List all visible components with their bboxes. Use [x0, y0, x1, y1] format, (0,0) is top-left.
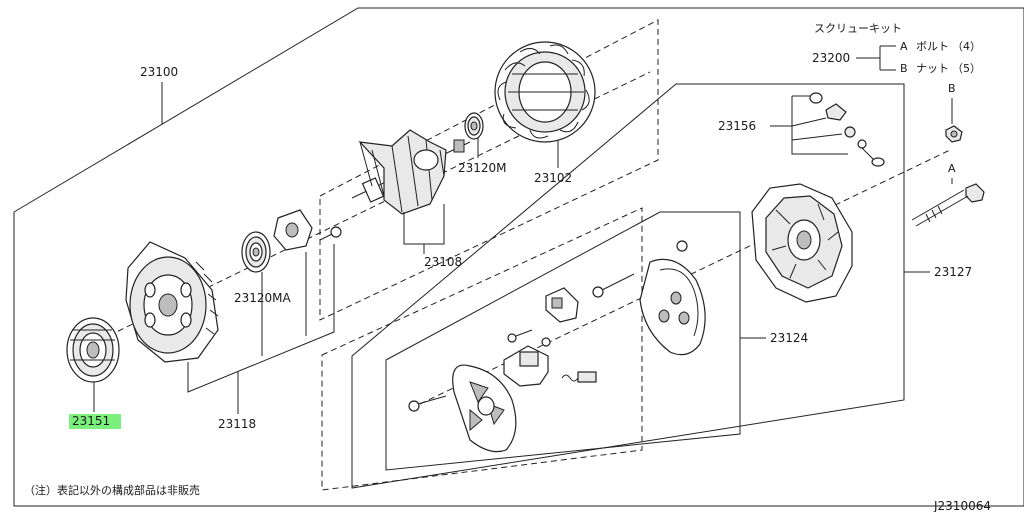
rear-cover-part[interactable] [452, 364, 517, 453]
regulator-group-box [385, 211, 741, 471]
highlight-23151 [69, 414, 121, 429]
screw-kit-item-a-key: A [900, 40, 908, 53]
callout-23156[interactable]: 23156 [718, 119, 756, 133]
rectifier-bolt-part[interactable] [592, 273, 635, 298]
brush-part[interactable] [561, 371, 597, 383]
callout-23120M[interactable]: 23120M [458, 161, 507, 175]
nut-part[interactable] [945, 125, 963, 143]
leader-23156 [791, 95, 848, 155]
screw-kit-item-a-name: ボルト [916, 40, 949, 53]
screw-kit-brace [856, 45, 896, 71]
terminal-part[interactable] [545, 287, 579, 323]
callout-23151[interactable]: 23151 [72, 414, 110, 428]
screw-kit-item-a-qty: （4） [952, 40, 981, 53]
rear-bearing-part[interactable] [464, 112, 484, 140]
stator-part[interactable] [494, 41, 596, 143]
pulley-part[interactable] [66, 317, 120, 383]
screw-kit-title: スクリューキット [814, 22, 902, 35]
brush-holder-part[interactable] [503, 329, 551, 387]
screw-kit-item-b-name: ナット [916, 62, 949, 75]
assembly-frame [13, 7, 1024, 507]
plate-screw-part[interactable] [319, 226, 342, 241]
callout-23102[interactable]: 23102 [534, 171, 572, 185]
rear-cover-bolt-part[interactable] [408, 395, 447, 412]
rear-bracket-part[interactable] [751, 183, 853, 303]
retainer-plate-part[interactable] [273, 209, 313, 251]
callout-23120MA[interactable]: 23120MA [234, 291, 292, 305]
screw-kit-item-b-qty: （5） [952, 62, 981, 75]
marker-b[interactable]: B [948, 82, 956, 95]
callout-23127[interactable]: 23127 [934, 265, 972, 279]
rotor-part[interactable] [351, 129, 471, 215]
rectifier-part[interactable] [639, 240, 706, 356]
callout-23100[interactable]: 23100 [140, 65, 178, 79]
front-bearing-part[interactable] [241, 231, 271, 273]
through-bolt-part[interactable] [911, 183, 985, 227]
footer-note: （注）表記以外の構成部品は非販売 [24, 483, 200, 497]
drawing-code: J2310064 [933, 499, 991, 512]
callout-23108[interactable]: 23108 [424, 255, 462, 269]
marker-a[interactable]: A [948, 162, 956, 175]
cap-part[interactable] [809, 92, 885, 167]
front-housing-part[interactable] [125, 241, 219, 363]
screw-kit-item-b-key: B [900, 62, 908, 75]
rear-bracket-box [351, 83, 905, 489]
callout-23118[interactable]: 23118 [218, 417, 256, 431]
rear-group-box [321, 207, 643, 491]
screw-kit-code[interactable]: 23200 [812, 51, 850, 65]
callout-23124[interactable]: 23124 [770, 331, 808, 345]
